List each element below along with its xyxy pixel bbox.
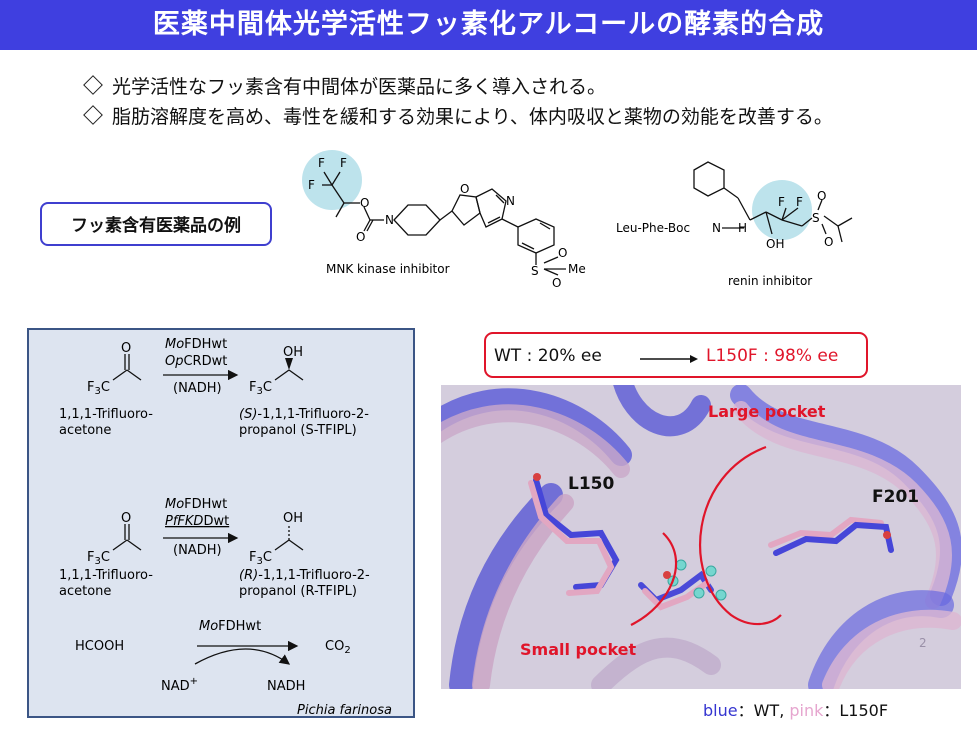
- residue-label-l150: L150: [568, 474, 615, 494]
- atom-label: OH: [766, 237, 784, 251]
- substrate-name: 1,1,1-Trifluoro-: [59, 407, 153, 422]
- page-title: 医薬中間体光学活性フッ素化アルコールの酵素的合成: [0, 0, 977, 50]
- atom-label: N: [506, 194, 515, 208]
- atom-label: O: [824, 235, 833, 249]
- product-label: CO2: [325, 639, 351, 656]
- product-name: propanol (R-TFIPL): [239, 584, 357, 599]
- substrate-name: acetone: [59, 423, 111, 438]
- cf2-highlight: [752, 180, 812, 240]
- reaction-scheme: O F3C OH F3C MoFDHwt OpCRDwt (NADH) 1,1,…: [59, 337, 392, 718]
- substrate-name: 1,1,1-Trifluoro-: [59, 568, 153, 583]
- protein-structure-drawing: 2: [441, 385, 961, 689]
- enzyme-label: MoFDHwt: [199, 619, 261, 634]
- organism-label: Pichia farinosa: [297, 703, 392, 718]
- legend-sep: ：WT,: [737, 701, 790, 720]
- renin-inhibitor-structure: Leu-Phe-Boc N H OH F F S O O renin inhib…: [616, 161, 853, 288]
- atom-label: F3C: [87, 550, 110, 567]
- legend-pink: pink: [789, 701, 824, 720]
- color-legend: blue：WT, pink：L150F: [703, 697, 888, 721]
- mnk-inhibitor-structure: F F F O O N O N S O O Me MNK kinase inhi…: [302, 150, 586, 290]
- atom-label: O: [360, 196, 369, 210]
- cf3-highlight: [302, 150, 362, 210]
- atom-label: F: [340, 156, 347, 170]
- product-name: (R)-1,1,1-Trifluoro-2-: [239, 568, 370, 583]
- atom-label: F: [308, 178, 315, 192]
- bullet-item: 脂肪溶解度を高め、毒性を緩和する効果により、体内吸収と薬物の効能を改善する。: [82, 102, 833, 132]
- small-pocket-label: Small pocket: [520, 640, 637, 659]
- enzyme-label: PfFKDDwt: [165, 514, 229, 529]
- atom-label: O: [121, 511, 131, 526]
- atom-label: O: [460, 182, 469, 196]
- legend-blue: blue: [703, 701, 738, 720]
- wt-ee-text: WT : 20% ee: [494, 346, 602, 366]
- legend-sep: ：L150F: [823, 701, 889, 720]
- enzyme-label: MoFDHwt: [165, 337, 227, 352]
- atom-label: O: [356, 230, 365, 244]
- atom-label: F: [796, 195, 803, 209]
- examples-label: フッ素含有医薬品の例: [40, 202, 272, 246]
- atom-label: N: [385, 213, 394, 227]
- renin-prefix: Leu-Phe-Boc: [616, 221, 690, 235]
- atom-label: Me: [568, 262, 586, 276]
- reactant-label: HCOOH: [75, 639, 124, 654]
- atom-label: OH: [283, 345, 303, 360]
- atom-label: O: [552, 276, 561, 290]
- diamond-bullet-icon: [83, 75, 103, 95]
- substrate-name: acetone: [59, 584, 111, 599]
- atom-label: F3C: [249, 550, 272, 567]
- ee-arrow-icon: [640, 355, 698, 363]
- cofactor-label: (NADH): [173, 543, 222, 558]
- bullet-item: 光学活性なフッ素含有中間体が医薬品に多く導入される。: [82, 72, 833, 102]
- nadh-label: NADH: [267, 679, 305, 694]
- large-pocket-label: Large pocket: [708, 402, 826, 421]
- atom-label: S: [531, 264, 539, 278]
- mutant-ee-text: L150F : 98% ee: [706, 346, 839, 366]
- bullet-list: 光学活性なフッ素含有中間体が医薬品に多く導入される。 脂肪溶解度を高め、毒性を緩…: [82, 72, 833, 132]
- product-name: (S)-1,1,1-Trifluoro-2-: [239, 407, 369, 422]
- page-number: 2: [919, 636, 927, 650]
- product-name: propanol (S-TFIPL): [239, 423, 357, 438]
- atom-label: F: [318, 156, 325, 170]
- atom-label: S: [812, 211, 820, 225]
- atom-label: F: [778, 195, 785, 209]
- atom-label: O: [558, 246, 567, 260]
- atom-label: OH: [283, 511, 303, 526]
- enzyme-label: MoFDHwt: [165, 497, 227, 512]
- atom-label: O: [817, 189, 826, 203]
- atom-label: H: [738, 221, 747, 235]
- diamond-bullet-icon: [83, 105, 103, 125]
- mnk-caption: MNK kinase inhibitor: [326, 262, 450, 276]
- renin-caption: renin inhibitor: [728, 274, 812, 288]
- cofactor-label: (NADH): [173, 381, 222, 396]
- atom-label: O: [121, 341, 131, 356]
- enzyme-label: OpCRDwt: [165, 354, 227, 369]
- residue-label-f201: F201: [872, 487, 920, 507]
- nad-label: NAD+: [161, 676, 198, 694]
- atom-label: F3C: [87, 380, 110, 397]
- atom-label: F3C: [249, 380, 272, 397]
- ee-comparison-box: [484, 332, 868, 378]
- protein-structure-image: 2: [441, 385, 961, 689]
- atom-label: N: [712, 221, 721, 235]
